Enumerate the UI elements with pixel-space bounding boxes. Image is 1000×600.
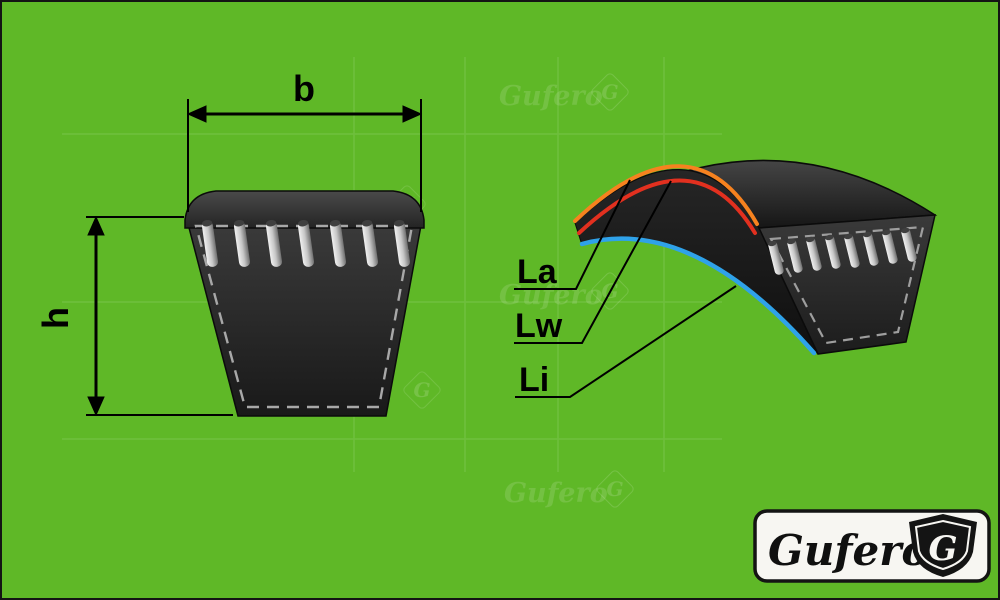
watermark-wordmark: Gufero [499,81,603,112]
belt-cord [768,240,784,275]
height-dimension: h [35,215,233,417]
width-dimension: b [186,68,423,212]
logo-shield-icon: G [909,514,977,577]
logo-monogram: G [928,529,957,569]
watermark-monogram: G [606,477,623,501]
la-label: La [517,253,558,291]
belt-cords [201,219,411,267]
belt-cord [297,219,315,267]
watermark-diamond-icon [591,73,629,111]
lw-line [577,178,757,235]
belt-cord [844,233,860,268]
li-label: Li [519,361,549,399]
belt-cord [233,219,251,267]
curved-belt [573,159,938,356]
watermark-monogram: G [413,378,430,402]
belt-cord [361,219,379,267]
belt-line-labels: La Lw Li [514,179,737,399]
watermark-diamond-icon [591,272,629,310]
belt-cord [901,227,917,262]
la-leader-line [514,179,631,290]
width-dimension-label: b [293,68,315,109]
watermark-diamond-icon [403,371,441,409]
li-leader-line [515,285,737,398]
li-line [579,236,817,356]
logo-wordmark: Gufero [768,526,929,575]
lw-label: Lw [515,307,563,345]
brand-logo: Gufero G [753,509,991,583]
belt-cord [787,238,803,273]
watermark-monogram: G [601,80,618,104]
watermark-wordmark: Gufero [499,280,603,311]
arrow-right-icon [402,105,423,123]
la-line [573,164,759,226]
belt-cord [863,231,879,266]
belt-cord [265,219,283,267]
lw-leader-line [514,180,672,344]
watermark-wordmark: Gufero [504,478,608,509]
arrow-down-icon [87,396,105,417]
belt-cord [825,234,841,269]
arrow-left-icon [186,105,207,123]
belt-cord [201,219,219,267]
watermark-diamond-icon [596,470,634,508]
height-dimension-label: h [35,307,76,329]
belt-cord [329,219,347,267]
belt-end-dashed-outline [769,225,925,345]
belt-cord [393,219,411,267]
belt-cord [882,229,898,264]
belt-cord [806,236,822,271]
belt-cross-section [184,190,425,417]
belt-end-cords [768,227,917,275]
arrow-up-icon [87,215,105,236]
